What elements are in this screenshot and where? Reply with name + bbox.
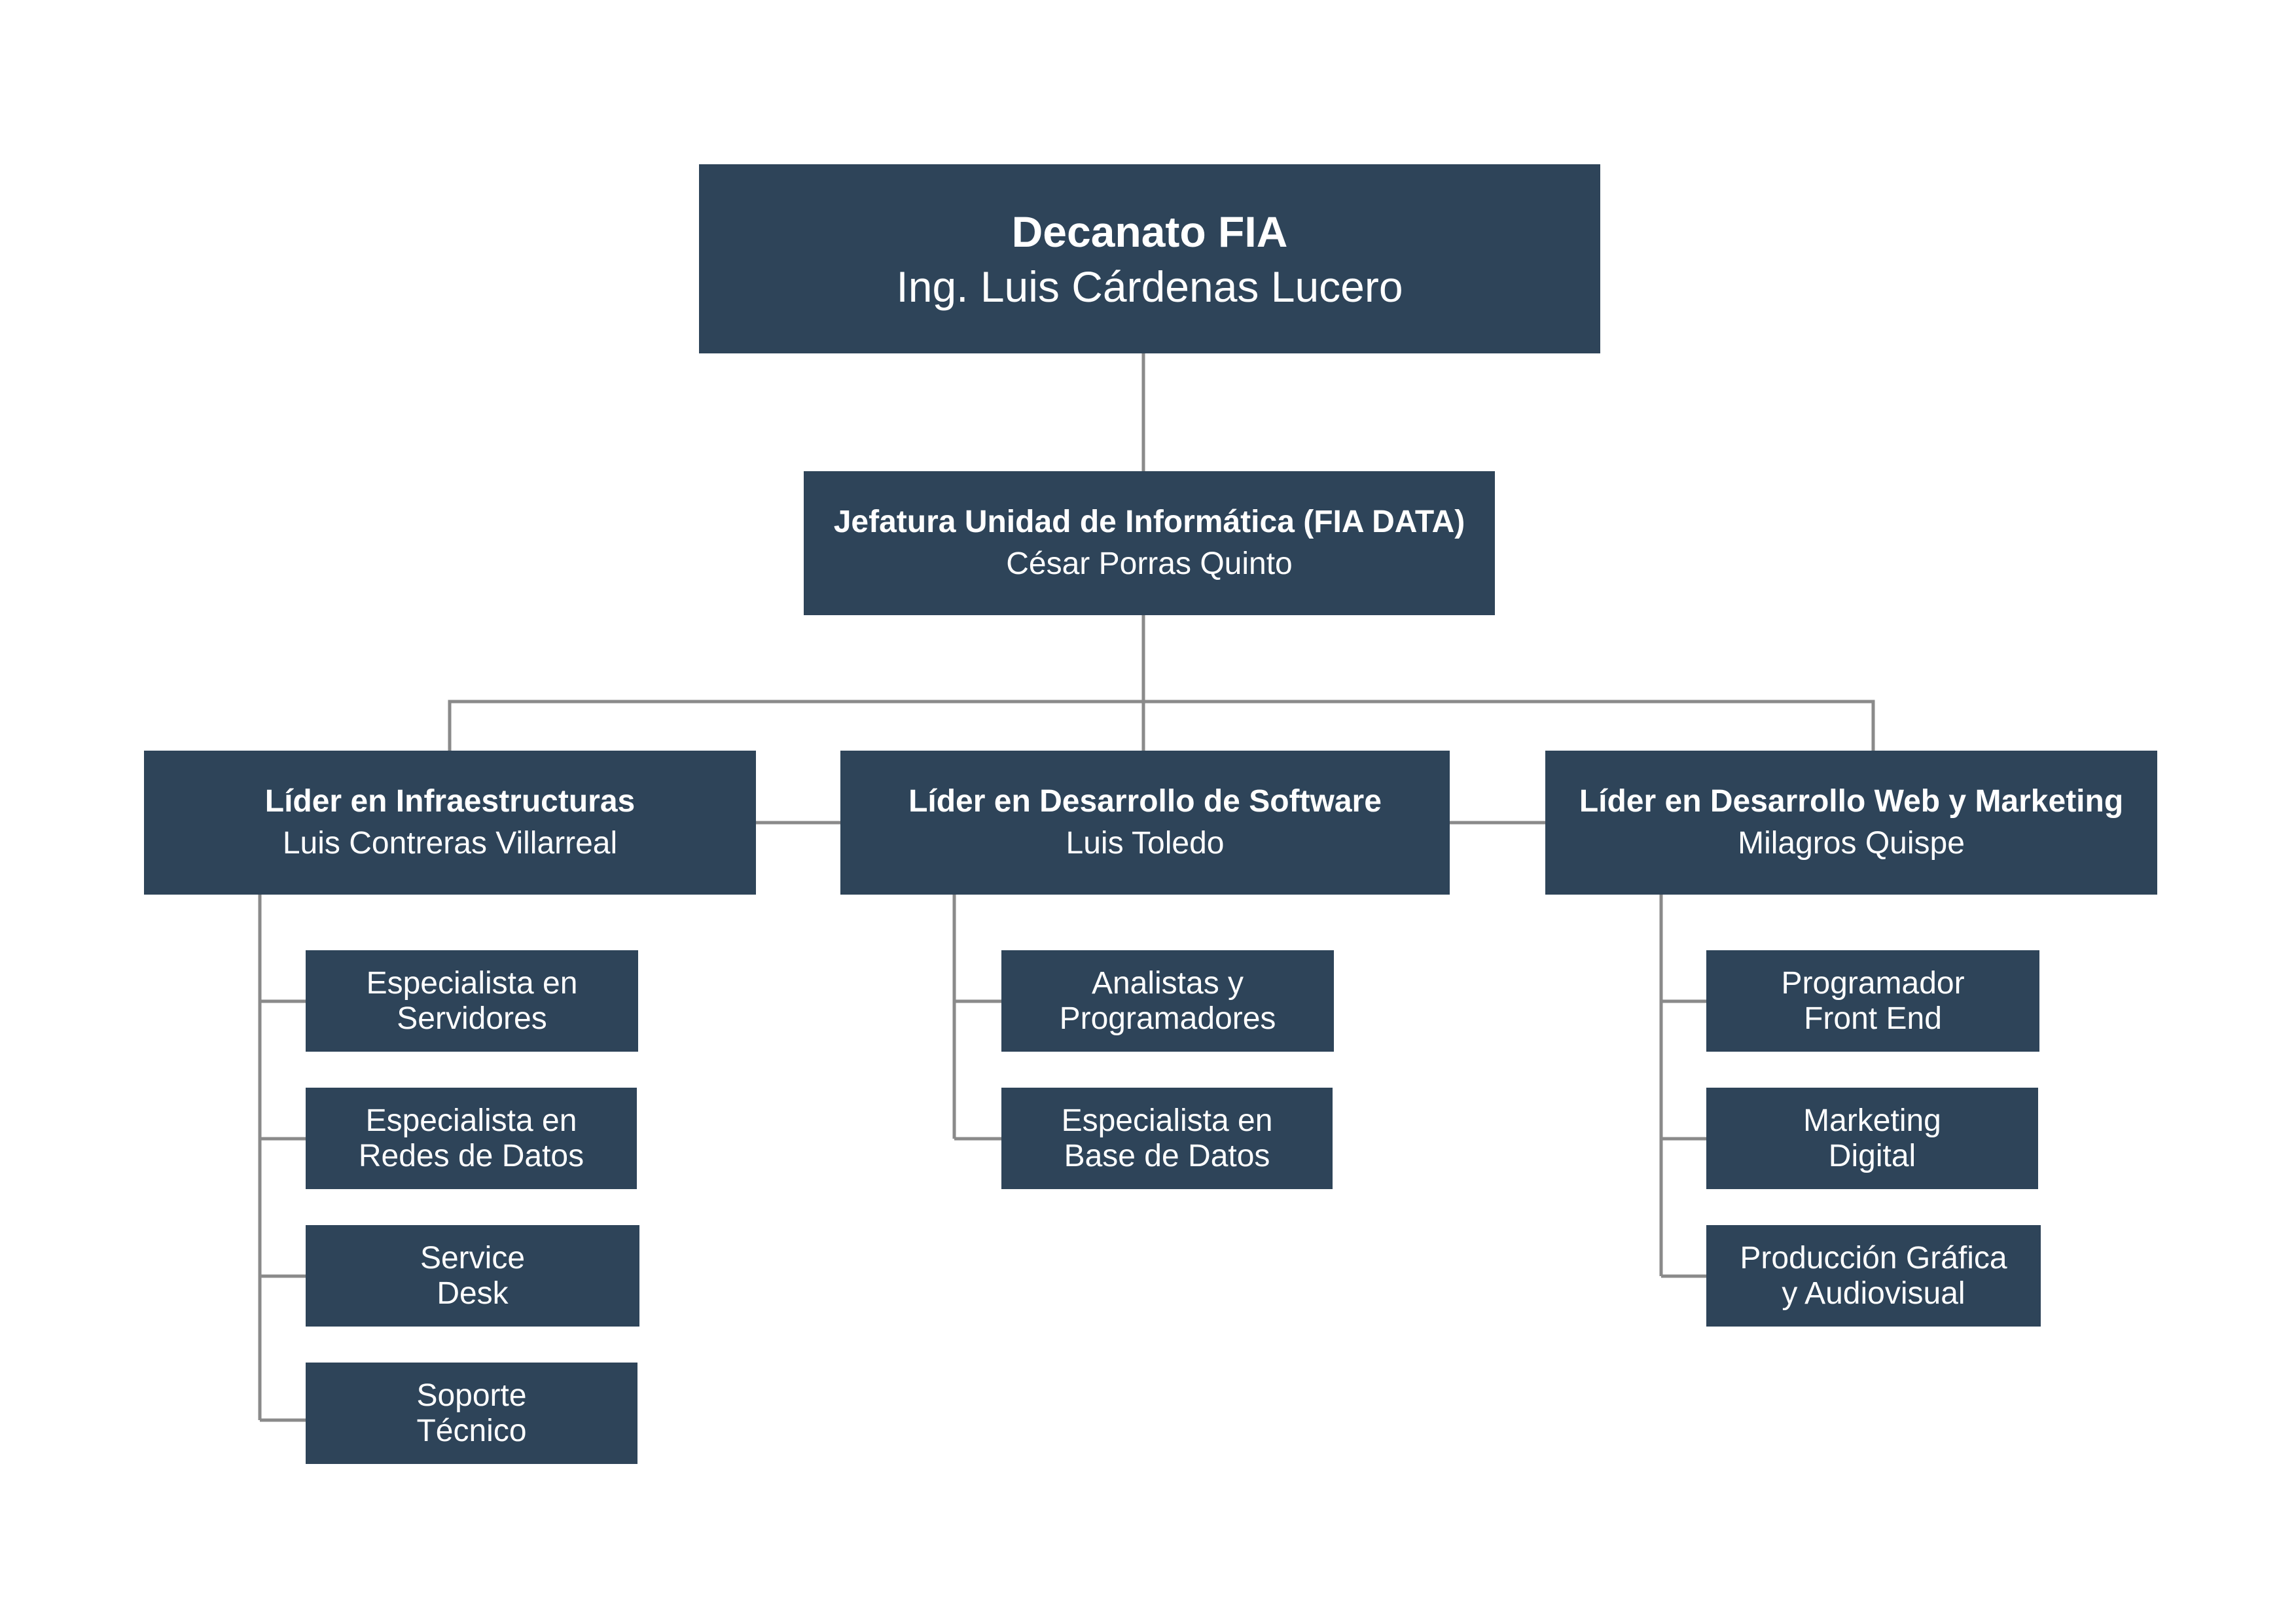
role-line: Desk — [437, 1275, 509, 1311]
role-line: Base de Datos — [1064, 1138, 1270, 1173]
lead-infraestructuras-box: Líder en Infraestructuras Luis Contreras… — [144, 751, 756, 895]
role-line: Analistas y — [1091, 965, 1244, 1001]
role-line: Especialista en — [1061, 1103, 1273, 1138]
lead-name: Milagros Quispe — [1738, 826, 1965, 861]
role-especialista-base-datos-box: Especialista en Base de Datos — [1001, 1088, 1333, 1189]
lead-title: Líder en Desarrollo Web y Marketing — [1579, 784, 2124, 819]
role-line: Service — [420, 1240, 526, 1275]
role-analistas-programadores-box: Analistas y Programadores — [1001, 950, 1334, 1052]
connector-leads-bar — [448, 700, 1875, 751]
role-line: Programador — [1781, 965, 1965, 1001]
lead-web-marketing-box: Líder en Desarrollo Web y Marketing Mila… — [1545, 751, 2157, 895]
dean-name: Ing. Luis Cárdenas Lucero — [896, 262, 1403, 311]
head-box: Jefatura Unidad de Informática (FIA DATA… — [804, 471, 1495, 615]
role-line: Soporte — [416, 1378, 527, 1413]
role-line: y Audiovisual — [1782, 1275, 1965, 1311]
role-line: Especialista en — [366, 965, 578, 1001]
role-line: Producción Gráfica — [1740, 1240, 2007, 1275]
role-line: Redes de Datos — [358, 1138, 584, 1173]
role-especialista-redes-box: Especialista en Redes de Datos — [306, 1088, 637, 1189]
role-marketing-digital-box: Marketing Digital — [1706, 1088, 2038, 1189]
role-programador-front-end-box: Programador Front End — [1706, 950, 2039, 1052]
head-name: César Porras Quinto — [1006, 546, 1293, 581]
role-soporte-tecnico-box: Soporte Técnico — [306, 1363, 637, 1464]
role-line: Servidores — [397, 1001, 547, 1036]
lead-name: Luis Toledo — [1066, 826, 1225, 861]
lead-title: Líder en Desarrollo de Software — [908, 784, 1382, 819]
role-service-desk-box: Service Desk — [306, 1225, 639, 1327]
dean-title: Decanato FIA — [1011, 207, 1288, 256]
role-line: Especialista en — [365, 1103, 577, 1138]
head-title: Jefatura Unidad de Informática (FIA DATA… — [833, 505, 1465, 539]
lead-title: Líder en Infraestructuras — [264, 784, 636, 819]
role-produccion-grafica-box: Producción Gráfica y Audiovisual — [1706, 1225, 2041, 1327]
role-line: Marketing — [1803, 1103, 1941, 1138]
lead-software-box: Líder en Desarrollo de Software Luis Tol… — [840, 751, 1450, 895]
role-line: Digital — [1828, 1138, 1916, 1173]
role-line: Front End — [1804, 1001, 1942, 1036]
role-especialista-servidores-box: Especialista en Servidores — [306, 950, 638, 1052]
role-line: Técnico — [416, 1413, 527, 1448]
dean-box: Decanato FIA Ing. Luis Cárdenas Lucero — [699, 164, 1600, 353]
lead-name: Luis Contreras Villarreal — [282, 826, 618, 861]
role-line: Programadores — [1059, 1001, 1276, 1036]
